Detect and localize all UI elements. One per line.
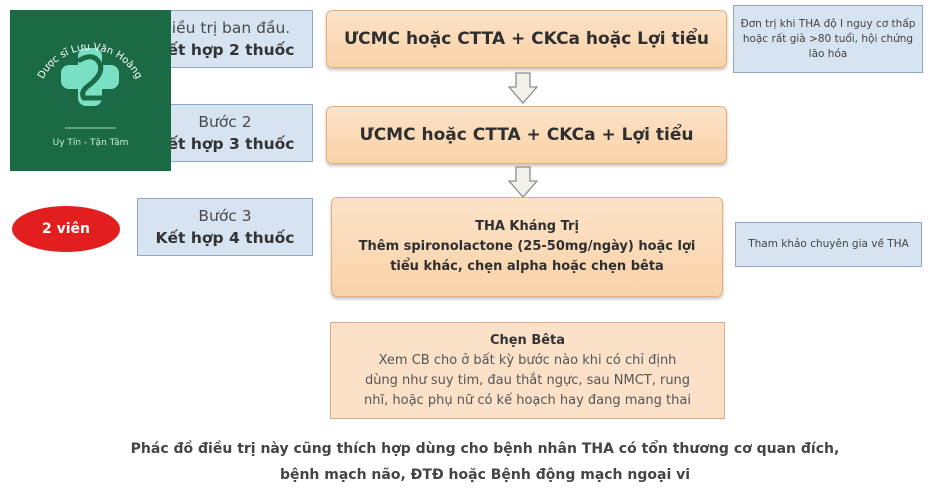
regimen-1-text: ƯCMC hoặc CTTA + CKCa hoặc Lợi tiểu — [343, 29, 710, 49]
footer-line-2: bệnh mạch não, ĐTĐ hoặc Bệnh động mạch n… — [279, 467, 691, 483]
footer-note: Phác đồ điều trị này cũng thích hợp dùng… — [60, 436, 910, 488]
down-arrow-1 — [508, 72, 538, 104]
beta-blocker-line-1: Xem CB cho ở bất kỳ bước nào khi có chỉ … — [378, 352, 677, 368]
note-consult-text: Tham khảo chuyên gia về THA — [748, 238, 909, 250]
down-arrow-2 — [508, 166, 538, 198]
two-pill-badge: 2 viên — [12, 206, 120, 252]
beta-blocker-box: Chẹn Bêta Xem CB cho ở bất kỳ bước nào k… — [330, 322, 725, 419]
note-consult: Tham khảo chuyên gia về THA — [735, 222, 922, 267]
step-2-label: Bước 2 — [198, 113, 252, 131]
regimen-3-line-1: Thêm spironolactone (25-50mg/ngày) hoặc … — [358, 239, 696, 254]
logo-slogan: Uy Tín - Tận Tâm — [52, 138, 129, 148]
step-2-sub: Kết hợp 3 thuốc — [155, 135, 295, 153]
regimen-2-text: ƯCMC hoặc CTTA + CKCa + Lợi tiểu — [359, 125, 694, 145]
regimen-3-line-2: tiểu khác, chẹn alpha hoặc chẹn bêta — [390, 259, 664, 274]
step-3-box: Bước 3 Kết hợp 4 thuốc — [137, 198, 313, 256]
logo-graphic: Dược sĩ Lưu Văn Hoàng — [36, 42, 144, 129]
regimen-1-box: ƯCMC hoặc CTTA + CKCa hoặc Lợi tiểu — [326, 10, 727, 68]
note-monotherapy: Đơn trị khi THA độ I nguy cơ thấp hoặc r… — [733, 5, 923, 73]
beta-blocker-line-2: dùng như suy tim, đau thắt ngực, sau NMC… — [364, 372, 691, 388]
beta-blocker-line-3: nhĩ, hoặc phụ nữ có kế hoạch hay đang ma… — [364, 392, 691, 408]
step-3-label: Bước 3 — [198, 207, 252, 225]
step-1-label: Điều trị ban đầu. — [159, 19, 291, 37]
step-1-sub: Kết hợp 2 thuốc — [155, 41, 295, 59]
step-3-sub: Kết hợp 4 thuốc — [155, 229, 295, 247]
regimen-3-box: THA Kháng Trị Thêm spironolactone (25-50… — [331, 197, 723, 297]
pharmacist-logo: Dược sĩ Lưu Văn Hoàng Uy Tín - Tận Tâm — [10, 10, 171, 171]
beta-blocker-title: Chẹn Bêta — [489, 332, 566, 348]
footer-line-1: Phác đồ điều trị này cũng thích hợp dùng… — [130, 441, 840, 457]
medical-cross-icon — [61, 48, 119, 106]
regimen-3-title: THA Kháng Trị — [475, 219, 579, 234]
two-pill-text: 2 viên — [41, 221, 90, 237]
note-monotherapy-text: Đơn trị khi THA độ I nguy cơ thấp hoặc r… — [740, 17, 916, 60]
regimen-2-box: ƯCMC hoặc CTTA + CKCa + Lợi tiểu — [326, 106, 727, 164]
